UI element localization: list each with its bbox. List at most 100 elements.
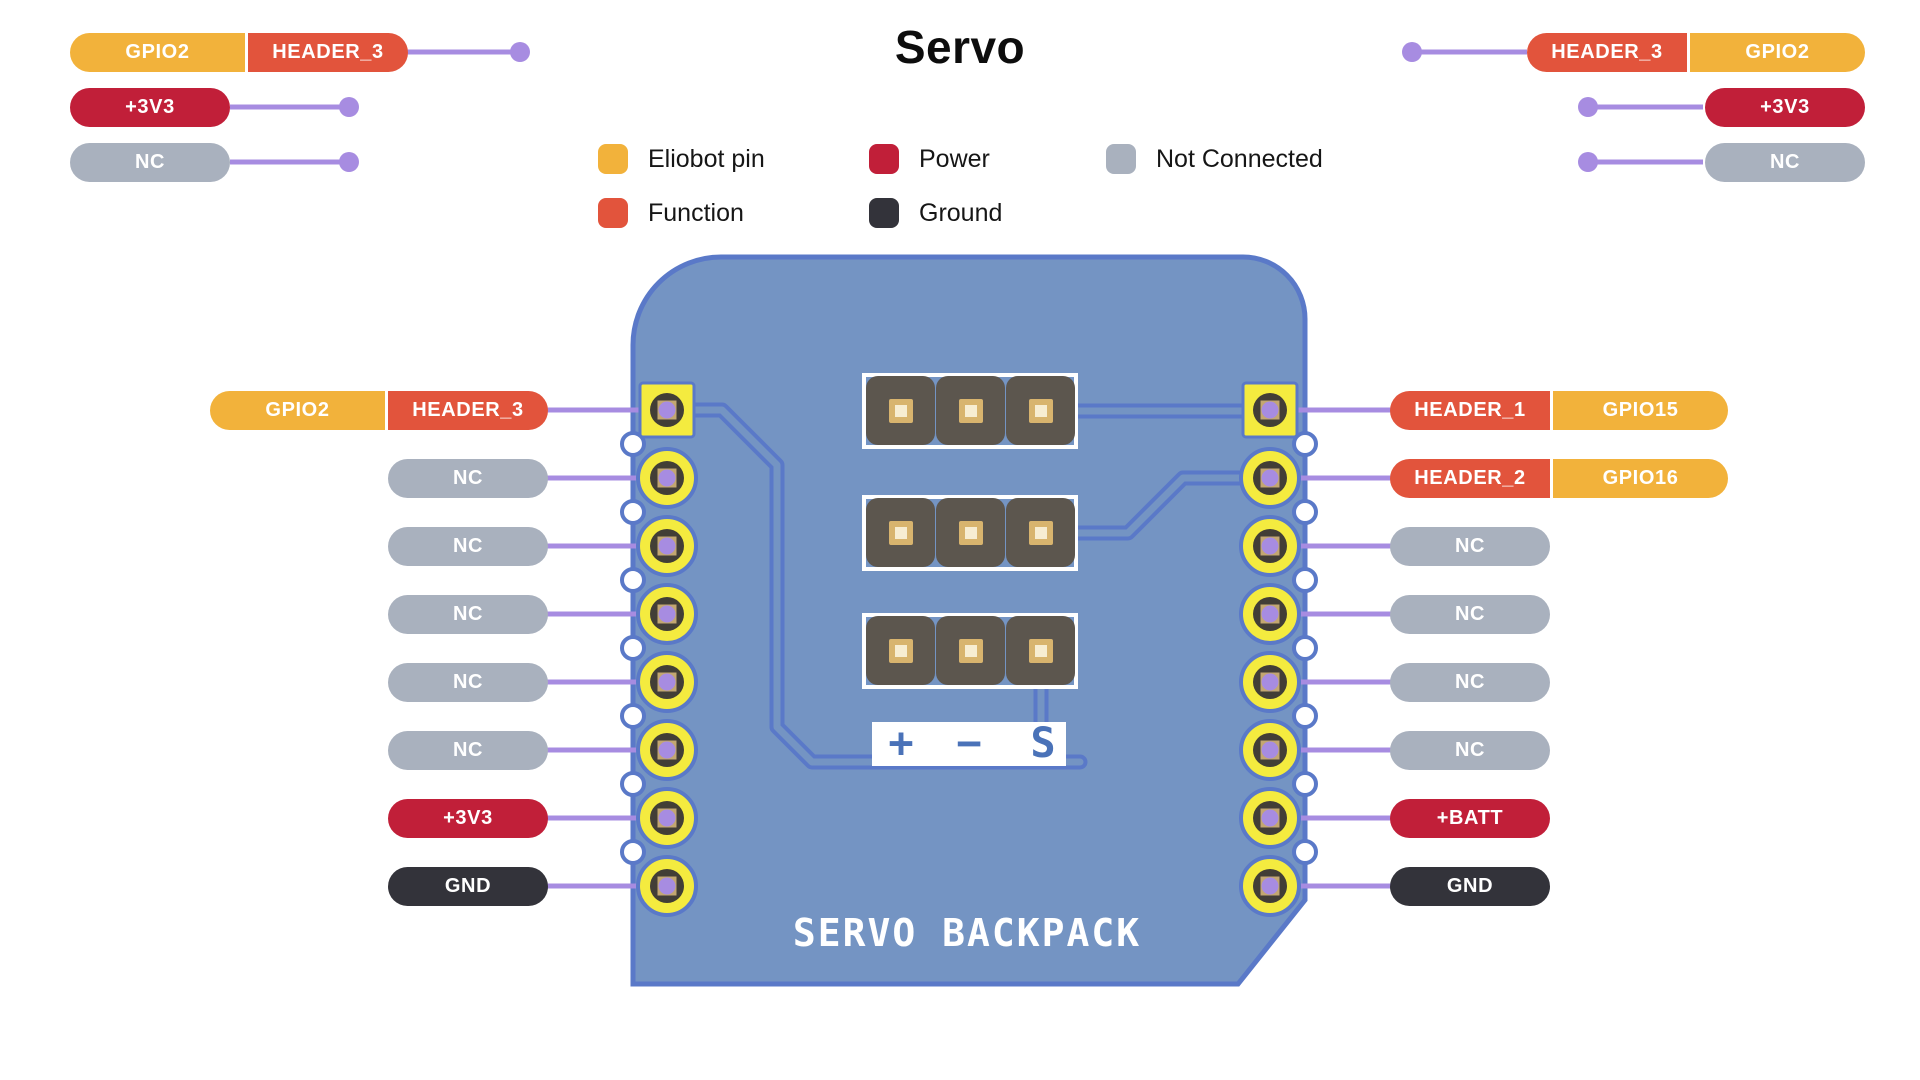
edge-notch <box>620 635 646 661</box>
pin-segment: HEADER_1 <box>1390 390 1550 430</box>
pin-pill: NC <box>1390 526 1550 566</box>
connector-dot <box>1578 152 1598 172</box>
legend-label: Function <box>648 198 744 227</box>
pin-segment: GND <box>388 866 548 906</box>
pin-segment: +3V3 <box>388 798 548 838</box>
legend-label: Ground <box>919 198 1003 227</box>
pin-segment: HEADER_3 <box>388 390 548 430</box>
pin-segment: NC <box>388 458 548 498</box>
legend-label: Power <box>919 144 990 173</box>
square-pad <box>638 381 696 439</box>
legend-label: Not Connected <box>1156 144 1323 173</box>
edge-notch <box>1292 567 1318 593</box>
pin-pill: NC <box>388 458 548 498</box>
eliobot-swatch <box>598 144 628 174</box>
pin-segment: +3V3 <box>1705 87 1865 127</box>
pin-segment: NC <box>1390 526 1550 566</box>
ground-swatch <box>869 198 899 228</box>
pin-pill: GND <box>388 866 548 906</box>
pin-segment: NC <box>1390 594 1550 634</box>
pin-segment: HEADER_3 <box>248 32 408 72</box>
page-title: Servo <box>894 21 1026 73</box>
round-pad <box>1239 583 1301 645</box>
pin-pill: NC <box>1390 730 1550 770</box>
strip-signal-label: S <box>1030 718 1056 767</box>
legend-item-function: Function <box>598 198 744 228</box>
pads <box>636 381 1301 917</box>
edge-notch <box>1292 771 1318 797</box>
strip-minus-label: − <box>956 718 982 767</box>
pin-pill: GND <box>1390 866 1550 906</box>
pin-segment: NC <box>70 142 230 182</box>
servo-headers <box>862 373 1078 689</box>
pin-segment: NC <box>388 662 548 702</box>
pin-pill: +3V3 <box>388 798 548 838</box>
edge-notch <box>620 771 646 797</box>
pin-pill: NC <box>388 662 548 702</box>
square-pad <box>1241 381 1299 439</box>
pin-segment: GPIO16 <box>1553 458 1728 498</box>
pin-pill: NC <box>1390 662 1550 702</box>
round-pad <box>636 855 698 917</box>
edge-notch <box>620 839 646 865</box>
nc-swatch <box>1106 144 1136 174</box>
pin-segment: NC <box>1390 662 1550 702</box>
round-pad <box>636 719 698 781</box>
pin-segment: GND <box>1390 866 1550 906</box>
pin-segment: +BATT <box>1390 798 1550 838</box>
legend-label: Eliobot pin <box>648 144 765 173</box>
round-pad <box>1239 651 1301 713</box>
legend-item-ground: Ground <box>869 198 1002 228</box>
edge-notch <box>620 703 646 729</box>
header-row-3 <box>862 613 1078 689</box>
round-pad <box>1239 447 1301 509</box>
function-swatch <box>598 198 628 228</box>
pin-segment: NC <box>1705 142 1865 182</box>
pin-pill: +3V3 <box>70 87 230 127</box>
round-pad <box>636 583 698 645</box>
pin-segment: NC <box>388 730 548 770</box>
pin-pill: NC <box>388 594 548 634</box>
pin-pill: NC <box>1390 594 1550 634</box>
round-pad <box>1239 787 1301 849</box>
pin-segment: HEADER_2 <box>1390 458 1550 498</box>
pin-pill: NC <box>70 142 230 182</box>
round-pad <box>636 651 698 713</box>
pin-pill: +3V3 <box>1705 87 1865 127</box>
round-pad <box>636 447 698 509</box>
legend-item-power: Power <box>869 144 990 174</box>
connector-dot <box>339 97 359 117</box>
pin-pill: NC <box>388 526 548 566</box>
pin-pill: +BATT <box>1390 798 1550 838</box>
legend-item-eliobot: Eliobot pin <box>598 144 765 174</box>
power-swatch <box>869 144 899 174</box>
connector-dot <box>1402 42 1422 62</box>
pin-segment: +3V3 <box>70 87 230 127</box>
edge-notch <box>1292 635 1318 661</box>
round-pad <box>636 515 698 577</box>
edge-notches <box>620 431 1318 865</box>
edge-notch <box>620 499 646 525</box>
board-name-label: SERVO BACKPACK <box>792 911 1142 955</box>
pin-segment: GPIO15 <box>1553 390 1728 430</box>
round-pad <box>1239 855 1301 917</box>
edge-notch <box>620 567 646 593</box>
pin-pill: NC <box>388 730 548 770</box>
connector-dot <box>510 42 530 62</box>
pin-segment: HEADER_3 <box>1527 32 1687 72</box>
header-row-2 <box>862 495 1078 571</box>
pin-segment: NC <box>388 594 548 634</box>
top-connector-wires <box>230 42 1703 172</box>
pin-segment: NC <box>1390 730 1550 770</box>
edge-notch <box>1292 499 1318 525</box>
round-pad <box>1239 719 1301 781</box>
connector-dot <box>339 152 359 172</box>
connector-dot <box>1578 97 1598 117</box>
strip-plus-label: + <box>888 718 914 767</box>
